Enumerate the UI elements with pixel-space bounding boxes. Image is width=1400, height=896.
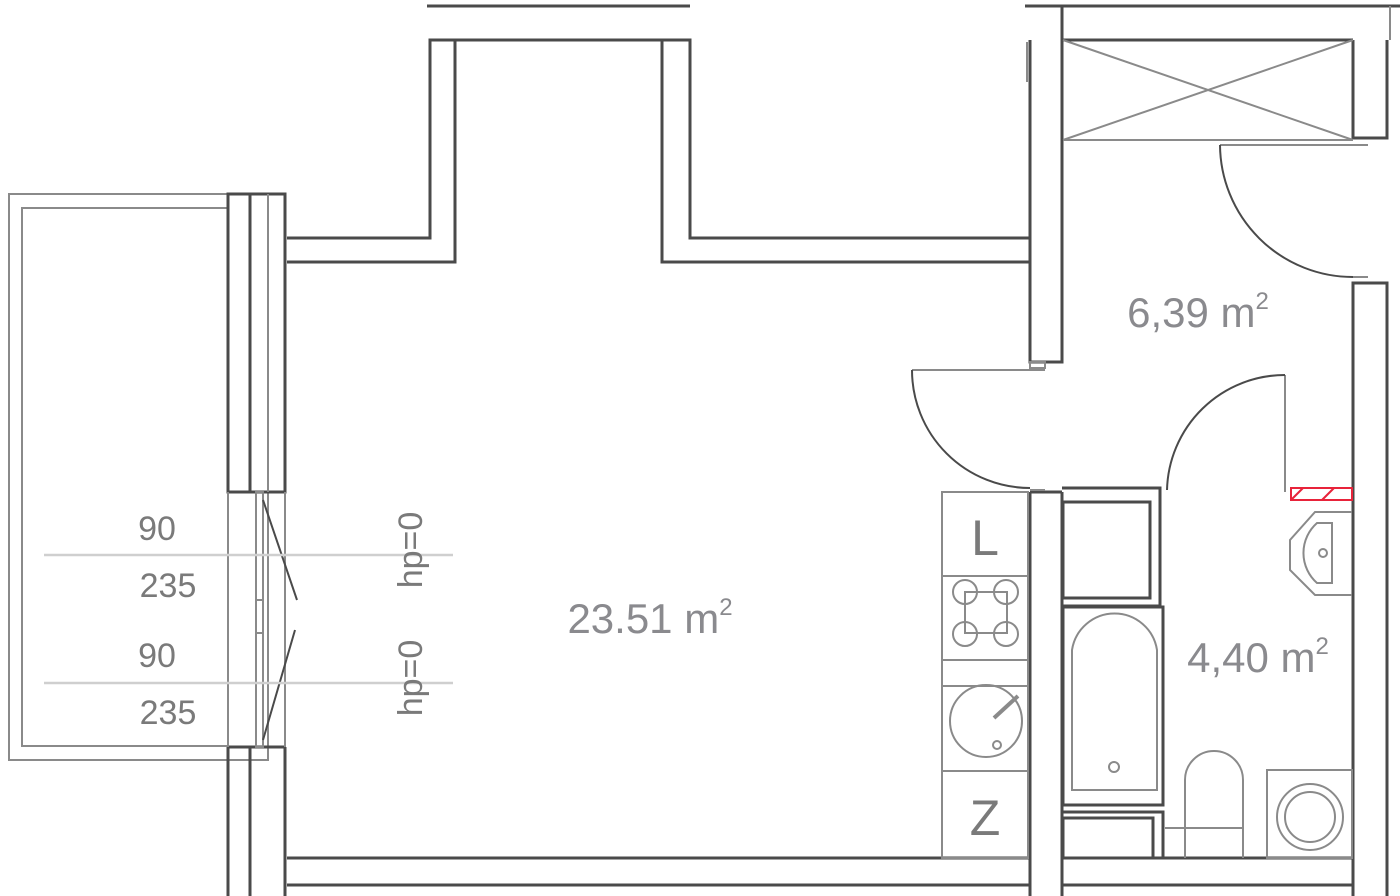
toilet-icon (1165, 750, 1244, 858)
kitchen-unit: L Z (941, 491, 1029, 859)
fridge-label: L (971, 510, 999, 566)
installation-shaft (1061, 486, 1162, 608)
freezer-label: Z (970, 790, 1001, 846)
dimension-height-2: 235 (140, 694, 197, 732)
kitchen-sink-icon (949, 684, 1023, 758)
window-dimensions: 90 235 90 235 hp=0 hp=0 (44, 510, 453, 732)
sill-height-label-1: hp=0 (392, 512, 430, 589)
door-hallway[interactable] (1219, 144, 1368, 278)
bathroom-area: 4,40 m2 (1187, 633, 1329, 681)
sill-height-label-2: hp=0 (392, 640, 430, 717)
balcony-window (227, 491, 298, 748)
dimension-width-1: 90 (138, 510, 176, 548)
right-wall (1351, 6, 1391, 896)
door-bathroom[interactable] (1166, 374, 1286, 492)
dimension-height-1: 235 (140, 567, 197, 605)
stove-icon (952, 579, 1019, 647)
living-room-area: 23.51 m2 (567, 594, 732, 642)
dimension-width-2: 90 (138, 637, 176, 675)
hallway-area: 6,39 m2 (1127, 288, 1269, 336)
washing-machine-icon (1266, 769, 1353, 859)
accent-marker (1290, 487, 1353, 501)
bottom-wall (287, 856, 1352, 887)
ventilation-shaft (1062, 38, 1354, 141)
top-wall (287, 4, 1030, 264)
door-living-room[interactable] (911, 369, 1045, 491)
bathtub-icon (1061, 605, 1165, 860)
washbasin-icon (1289, 511, 1352, 596)
